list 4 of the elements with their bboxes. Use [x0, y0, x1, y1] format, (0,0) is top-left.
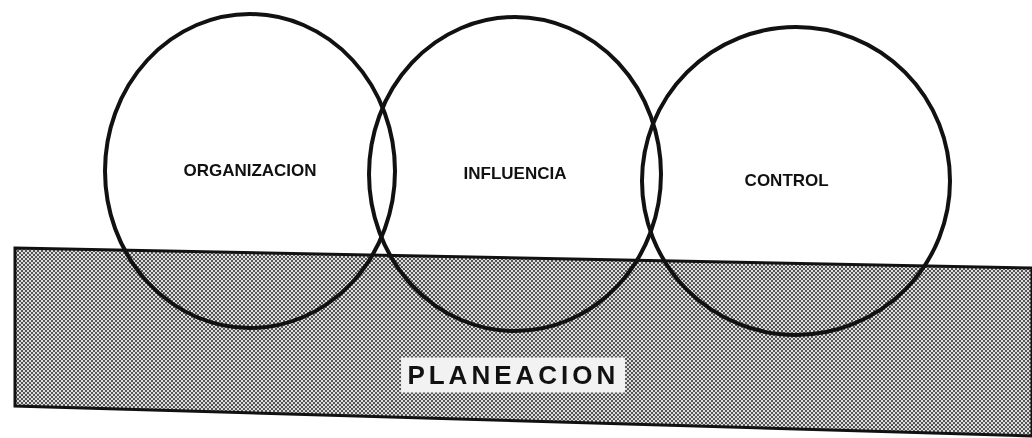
node-label: INFLUENCIA — [463, 164, 567, 184]
node-label: CONTROL — [744, 171, 829, 191]
node-label: PLANEACION — [401, 357, 626, 393]
node-label: ORGANIZACION — [183, 161, 317, 181]
